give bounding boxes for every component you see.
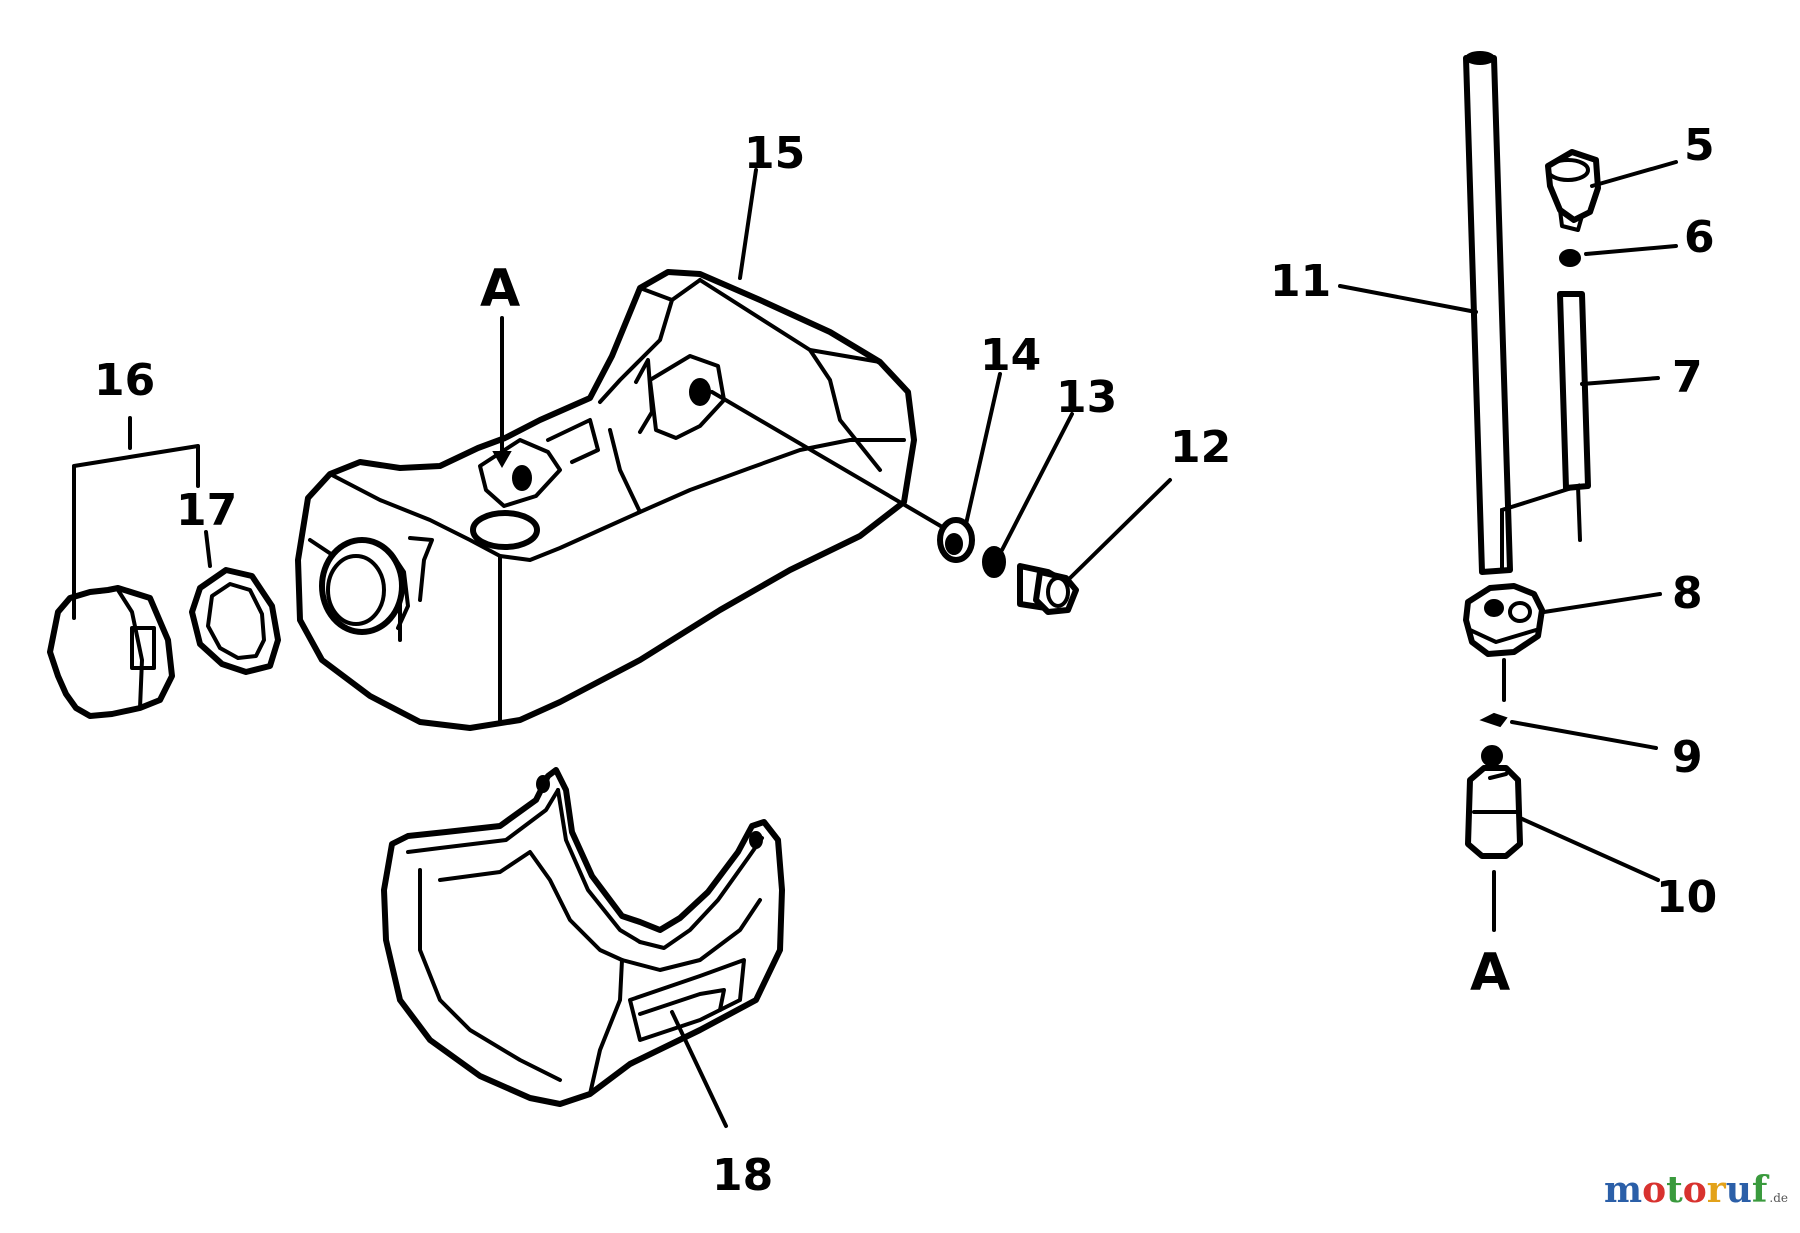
- site-watermark: motoruf.de: [1604, 1169, 1788, 1211]
- callout-18: 18: [712, 1150, 773, 1201]
- watermark-letter-3: t: [1666, 1169, 1683, 1211]
- callout-labels: 15 16 17 14 13 12 11 5 6 7 8 9 10 18 A A: [94, 120, 1717, 1201]
- ball-part-9: [1479, 712, 1508, 728]
- watermark-letter-2: o: [1642, 1169, 1667, 1211]
- callout-10: 10: [1656, 872, 1717, 923]
- callout-14: 14: [980, 330, 1041, 381]
- watermark-letter-4: o: [1682, 1169, 1707, 1211]
- callout-7: 7: [1672, 352, 1703, 403]
- washer-part-14: [937, 517, 975, 563]
- fuel-line-part-11: [1463, 51, 1513, 575]
- grommet-part-8: [1463, 583, 1545, 657]
- callout-9: 9: [1672, 732, 1703, 783]
- callout-11: 11: [1270, 256, 1331, 307]
- breather-valve-part-5: [1545, 149, 1601, 232]
- ball-part-6: [1559, 249, 1581, 267]
- callout-16: 16: [94, 355, 155, 406]
- callout-6: 6: [1684, 212, 1715, 263]
- washer-part-13: [982, 546, 1006, 578]
- fuel-filter-part-10: [1465, 745, 1523, 859]
- cap-gasket-part-17: [189, 567, 281, 675]
- watermark-suffix: .de: [1769, 1191, 1788, 1205]
- bolt-part-12: [1017, 563, 1079, 615]
- watermark-letter-5: r: [1706, 1169, 1726, 1211]
- callout-15: 15: [744, 128, 805, 179]
- connector-a-tank: A: [480, 259, 520, 319]
- short-tube-part-7: [1557, 291, 1591, 491]
- callout-12: 12: [1170, 422, 1231, 473]
- callout-13: 13: [1056, 372, 1117, 423]
- leader-lines: [72, 160, 1678, 1128]
- watermark-letter-7: f: [1751, 1169, 1768, 1211]
- callout-8: 8: [1672, 568, 1703, 619]
- tank-bracket-part-18: [381, 767, 785, 1107]
- fuel-cap-part-16: [47, 585, 175, 719]
- connector-a-filter: A: [1470, 943, 1510, 1003]
- fuel-tank-part-15: [295, 269, 917, 731]
- callout-17: 17: [176, 485, 237, 536]
- callout-5: 5: [1684, 120, 1715, 171]
- watermark-letter-1: m: [1603, 1169, 1643, 1211]
- watermark-letter-6: u: [1725, 1169, 1752, 1211]
